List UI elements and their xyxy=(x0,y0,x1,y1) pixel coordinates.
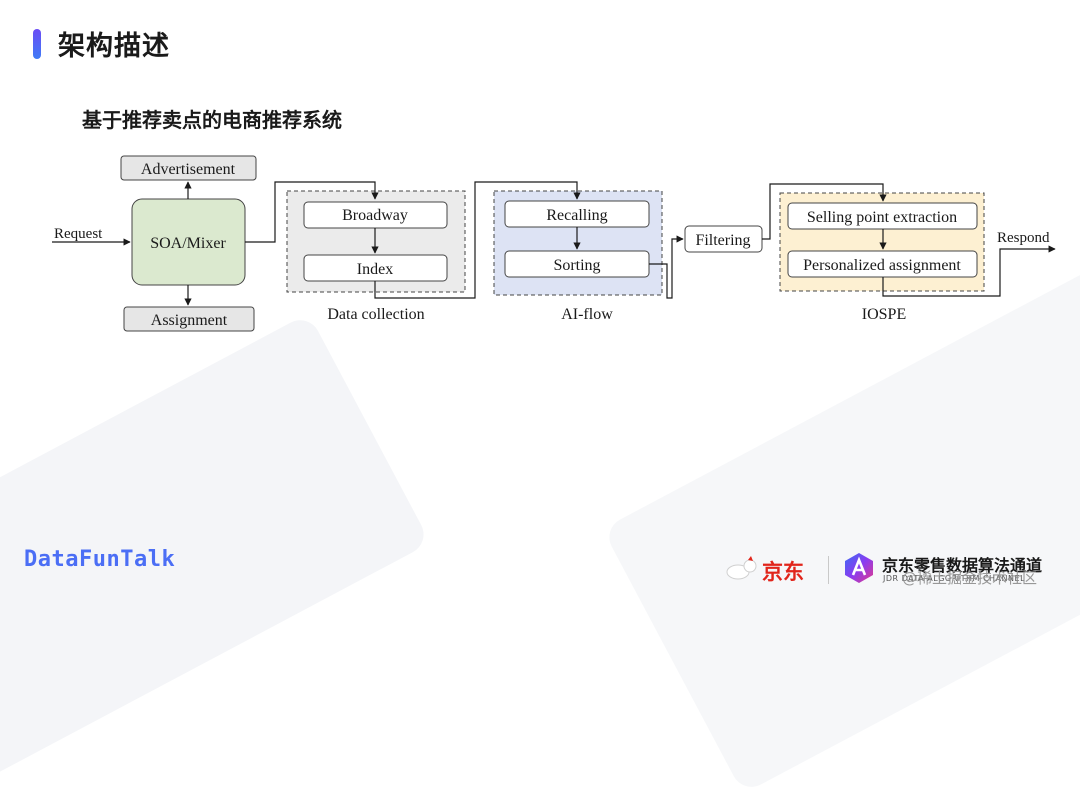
datafuntalk-logo: DataFunTalk xyxy=(24,547,176,572)
channel-logo-icon xyxy=(845,553,873,583)
footer-divider xyxy=(828,556,829,584)
advertisement-label: Advertisement xyxy=(141,161,236,178)
index-to-recalling-connector xyxy=(374,181,581,299)
personalized-label: Personalized assignment xyxy=(803,257,961,274)
advertisement-node xyxy=(120,155,257,181)
respond-label: Respond xyxy=(997,230,1050,246)
sorting-to-filtering-connector xyxy=(649,235,684,299)
filtering-label: Filtering xyxy=(695,232,750,249)
soa-to-broadway-connector xyxy=(245,181,379,243)
architecture-diagram: Advertisement SOA/Mixer Assignment Reque… xyxy=(52,155,1056,332)
slide-subtitle: 基于推荐卖点的电商推荐系统 xyxy=(82,108,342,132)
personalized-to-respond-connector xyxy=(882,245,1056,297)
jd-dog-icon xyxy=(724,556,758,588)
watermark-text: @稀土掘金技术社区 xyxy=(902,569,1038,587)
recalling-label: Recalling xyxy=(546,207,607,224)
ai-flow-label: AI-flow xyxy=(561,306,613,323)
channel-subtitle: JDR DATA ALGORITHM CHANNEL xyxy=(883,574,1026,583)
assignment-label: Assignment xyxy=(151,312,228,329)
broadway-label: Broadway xyxy=(342,207,408,224)
filtering-to-selling-point-connector xyxy=(762,183,887,240)
data-collection-label: Data collection xyxy=(327,306,424,323)
selling-point-label: Selling point extraction xyxy=(807,209,957,226)
assignment-node xyxy=(123,306,255,332)
sorting-label: Sorting xyxy=(553,257,600,274)
title-accent-bar xyxy=(33,29,41,59)
iospe-label: IOSPE xyxy=(862,306,906,323)
soa-mixer-label: SOA/Mixer xyxy=(150,235,226,252)
jd-brand-name: 京东 xyxy=(762,560,804,584)
index-label: Index xyxy=(357,261,393,278)
request-label: Request xyxy=(54,226,103,242)
slide-title: 架构描述 xyxy=(58,31,170,62)
channel-name: 京东零售数据算法通道 xyxy=(882,556,1043,575)
